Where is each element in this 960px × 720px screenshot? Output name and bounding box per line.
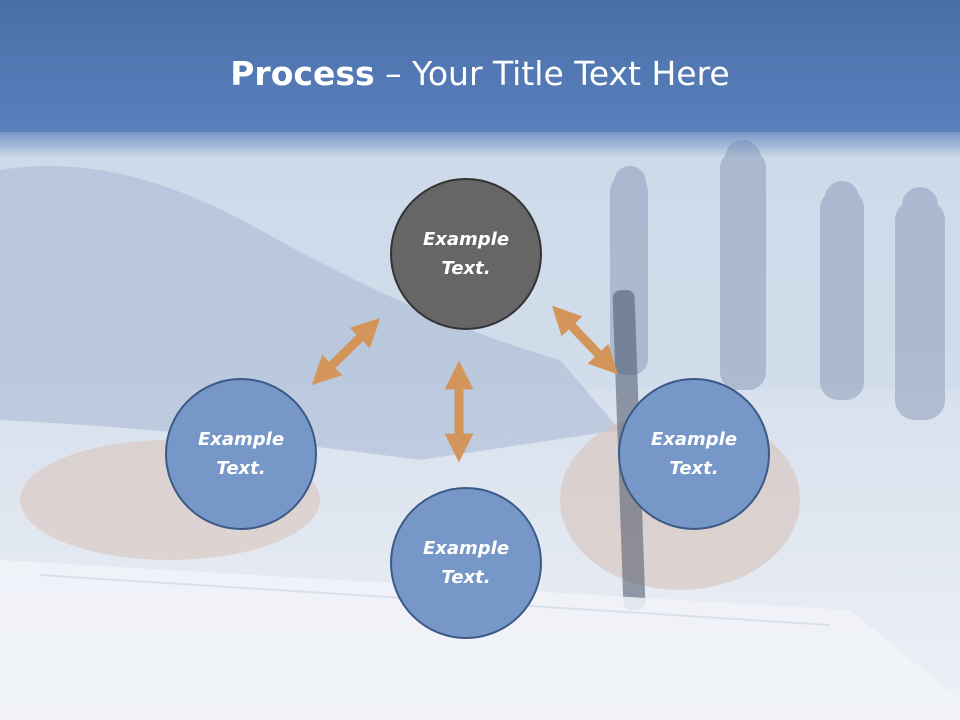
title-separator: –	[374, 54, 413, 93]
node-left-line1: Example	[197, 429, 285, 450]
process-node-top: Example Text.	[390, 178, 542, 330]
process-node-right: Example Text.	[618, 378, 770, 530]
process-node-bottom: Example Text.	[390, 487, 542, 639]
node-top-line1: Example	[422, 229, 510, 250]
node-right-line2: Text.	[669, 458, 719, 479]
process-node-left: Example Text.	[165, 378, 317, 530]
node-left-line2: Text.	[216, 458, 266, 479]
arrow-top-right	[552, 305, 618, 375]
node-top-line2: Text.	[441, 258, 491, 279]
node-right-line1: Example	[650, 429, 738, 450]
title-banner	[0, 0, 960, 132]
title-banner-fade	[0, 128, 960, 158]
node-bottom-line1: Example	[422, 538, 510, 559]
title-text: Your Title Text Here	[412, 54, 730, 93]
slide-title: Process – Your Title Text Here	[0, 52, 960, 96]
node-bottom-line2: Text.	[441, 567, 491, 588]
title-bold-part: Process	[230, 54, 375, 93]
arrow-top-left	[311, 317, 381, 386]
